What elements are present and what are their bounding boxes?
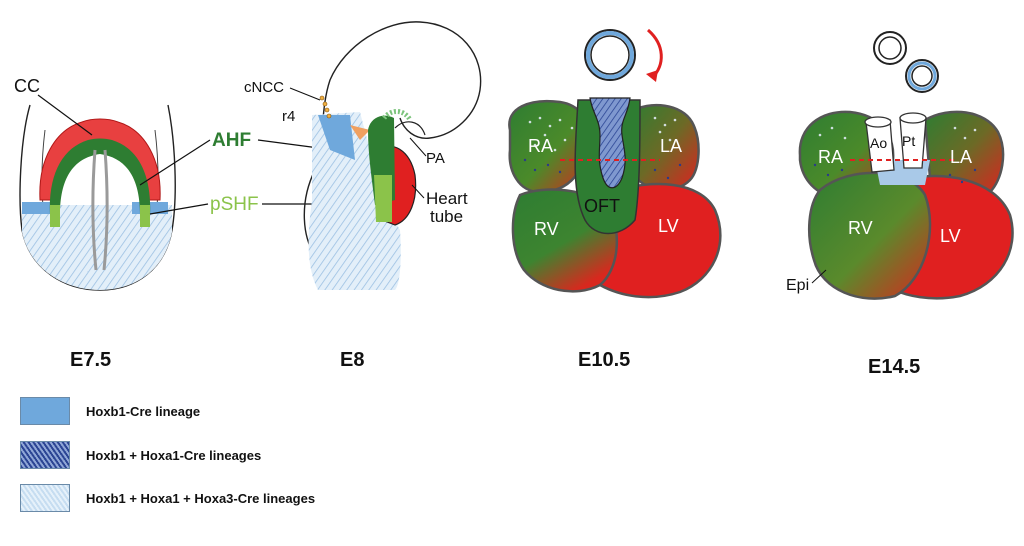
- r4-label: r4: [282, 108, 295, 125]
- e105-rv-label: RV: [534, 219, 559, 239]
- ahf-leader-left: [139, 139, 211, 186]
- e145-heart: [798, 31, 1014, 300]
- e105-dark-dots: [523, 158, 682, 180]
- e8-hoxb1-region: [318, 115, 355, 160]
- e105-la-label: LA: [660, 136, 682, 156]
- ao-label: Ao: [870, 135, 887, 151]
- pt-label: Pt: [902, 133, 915, 149]
- legend-label-hoxb1-hoxa1-hoxa3: Hoxb1 + Hoxa1 + Hoxa3-Cre lineages: [86, 490, 316, 506]
- ahf-label: AHF: [212, 130, 251, 151]
- cc-label: CC: [14, 76, 40, 96]
- cc-leader: [37, 94, 93, 136]
- epi-leader: [811, 269, 827, 284]
- pa-leader: [409, 137, 427, 157]
- e145-la-label: LA: [950, 147, 972, 167]
- e75-pshf-right: [140, 205, 150, 227]
- e145-rv-label: RV: [848, 218, 873, 238]
- e105-la-dots: [653, 116, 677, 142]
- e75-midline: [91, 149, 109, 271]
- pa-label: PA: [426, 150, 445, 167]
- e105-ra-label: RA: [528, 136, 553, 156]
- e105-oft-lumen: [589, 97, 631, 189]
- heart-tube-label-1: Heart: [426, 189, 468, 208]
- stage-label-e105: E10.5: [578, 349, 631, 371]
- e8-hatched-body: [308, 112, 401, 290]
- stage-label-e8: E8: [340, 349, 365, 371]
- e145-vessel-2-inner: [911, 65, 933, 87]
- oft-label: OFT: [584, 196, 620, 216]
- e105-ra-dots: [528, 116, 574, 152]
- e8-neural-crest: [350, 125, 370, 140]
- e8-pa-cells: [382, 109, 413, 122]
- e105-vessel-inner: [590, 35, 630, 75]
- stage-label-e145: E14.5: [868, 356, 921, 378]
- e105-heart: [508, 28, 722, 299]
- e145-vessel-2-blue: [907, 61, 937, 91]
- legend-swatch-hoxb1-hoxa1: [20, 441, 70, 469]
- e105-vessel-outer: [584, 29, 636, 81]
- cncc-label: cNCC: [244, 79, 284, 96]
- e105-vessel-blue: [586, 31, 634, 79]
- legend-swatch-hoxb1-hoxa1-hoxa3: [20, 484, 70, 512]
- stage-label-e75: E7.5: [70, 349, 112, 371]
- e145-dark-dots: [813, 163, 977, 184]
- pshf-leader-left: [149, 203, 209, 215]
- legend-swatch-hoxb1: [20, 397, 70, 425]
- e105-lv-label: LV: [658, 216, 679, 236]
- e145-ra-label: RA: [818, 147, 843, 167]
- heart-tube-label-2: tube: [430, 207, 463, 226]
- e145-vessel-2-outer: [905, 59, 939, 93]
- e75-blue-left: [22, 202, 50, 214]
- pshf-label: pSHF: [210, 194, 259, 215]
- e75-ahf-band: [49, 138, 151, 215]
- legend-item-hoxb1: Hoxb1-Cre lineage: [20, 396, 200, 426]
- legend-label-hoxb1-hoxa1: Hoxb1 + Hoxa1-Cre lineages: [86, 447, 262, 463]
- e8-pa-arch: [394, 121, 426, 136]
- legend-item-hoxb1-hoxa1-hoxa3: Hoxb1 + Hoxa1 + Hoxa3-Cre lineages: [20, 483, 315, 513]
- legend-item-hoxb1-hoxa1: Hoxb1 + Hoxa1-Cre lineages: [20, 440, 261, 470]
- e145-ao-top: [864, 116, 892, 128]
- e145-lv-label: LV: [940, 226, 961, 246]
- heart-tube-leader: [411, 184, 425, 199]
- cncc-leader: [289, 87, 321, 101]
- e145-vessel-1-inner: [878, 36, 902, 60]
- e75-embryo: [19, 104, 176, 291]
- e8-embryo: [303, 21, 482, 290]
- e145-vessel-1-outer: [873, 31, 907, 65]
- legend-label-hoxb1: Hoxb1-Cre lineage: [86, 403, 201, 419]
- e145-pt-top: [899, 112, 927, 124]
- e145-dots: [818, 126, 977, 140]
- rotation-arrow: [646, 28, 663, 80]
- e75-pshf-left: [50, 205, 60, 227]
- epi-label: Epi: [786, 277, 809, 294]
- e8-cncc-dots: [319, 95, 332, 119]
- rotation-arrow-head: [646, 70, 658, 82]
- e8-pshf: [374, 175, 392, 222]
